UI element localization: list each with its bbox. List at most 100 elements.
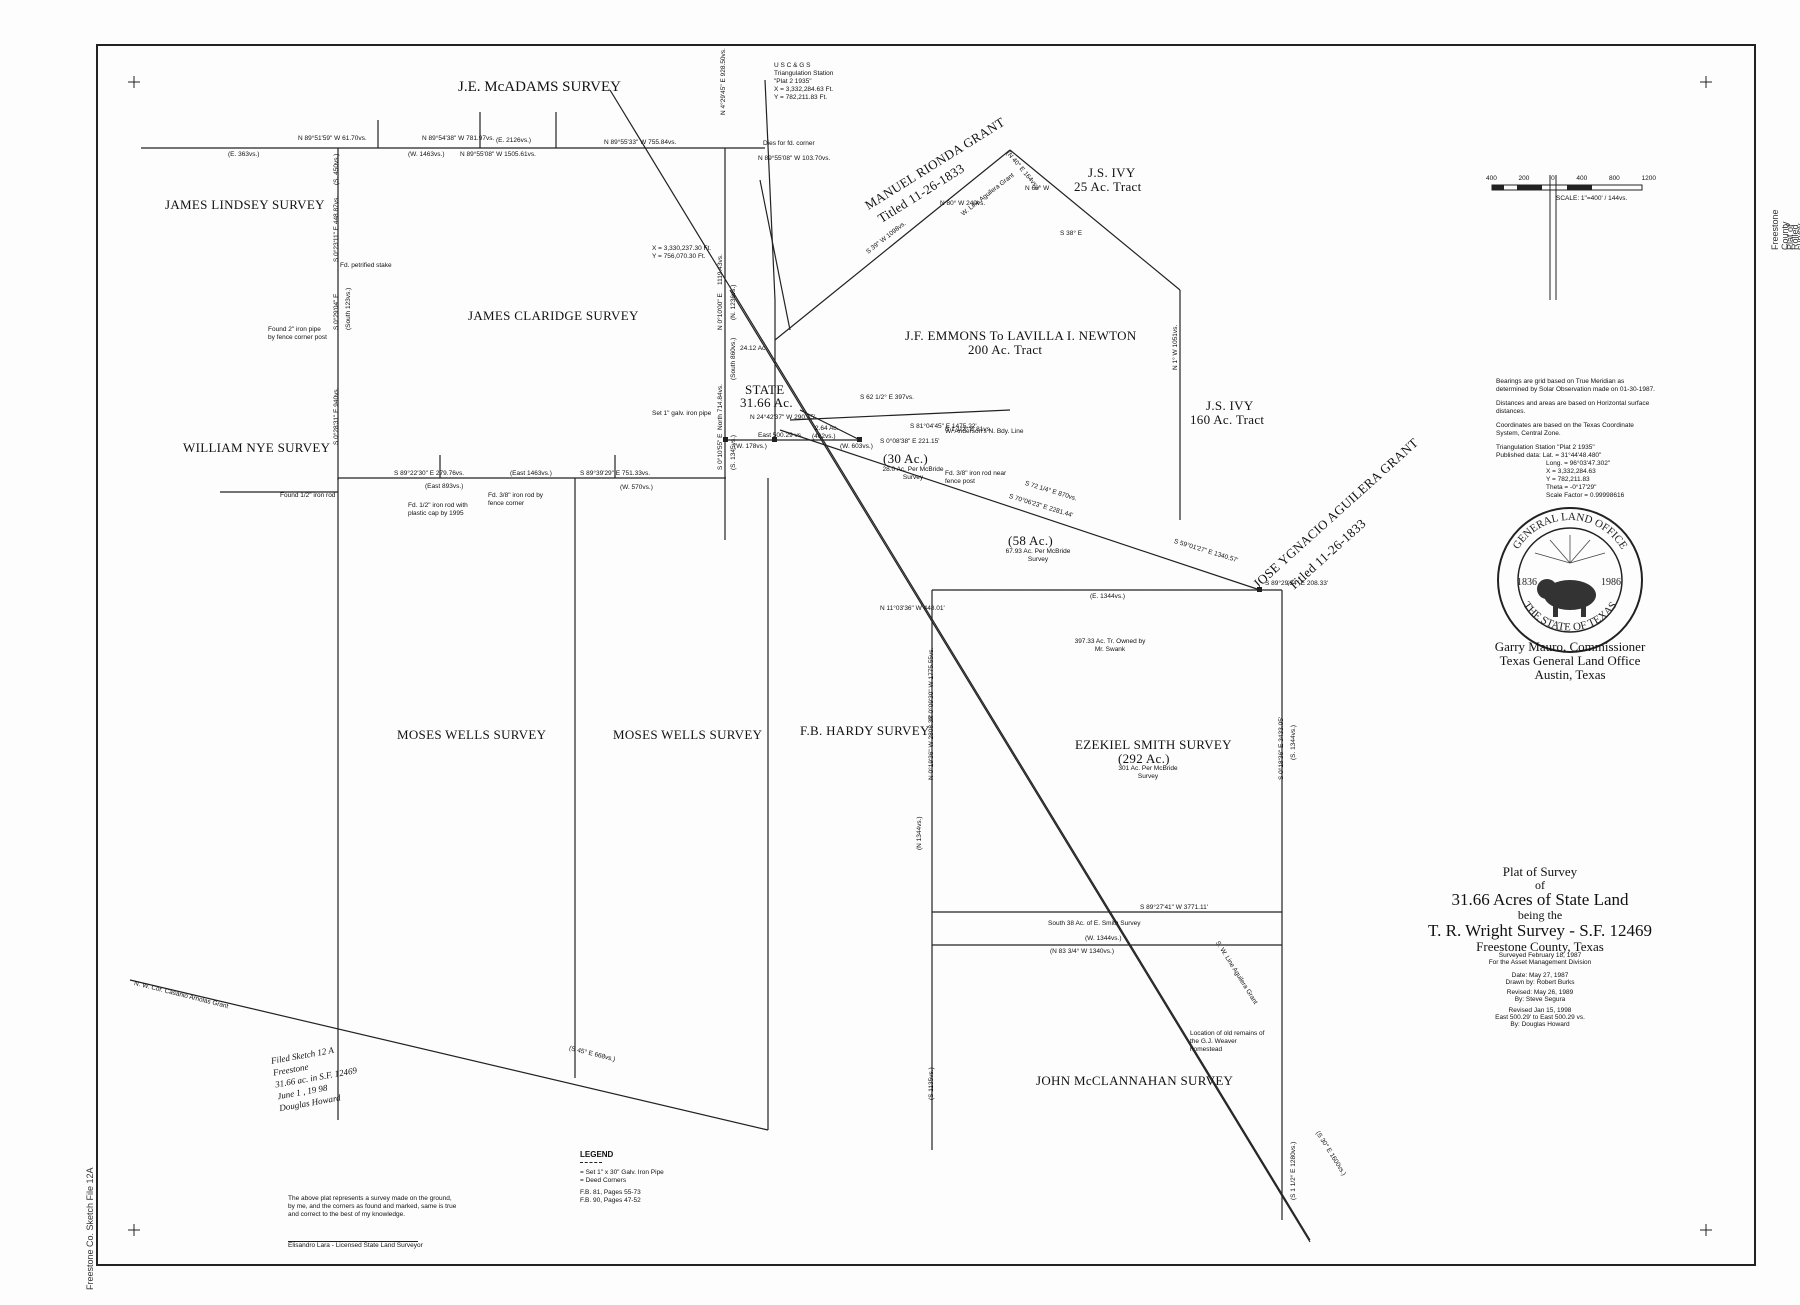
call-73: Found 2" iron pipe by fence corner post <box>268 326 327 341</box>
call-47: 1119.43vs. <box>717 254 724 285</box>
call-17: (462vs.) <box>812 433 836 440</box>
call-8: N 89°55'08" W 103.70vs. <box>758 155 831 162</box>
tract-30ac-label: (30 Ac.) <box>883 451 928 466</box>
smith-survey-label: EZEKIEL SMITH SURVEY <box>1075 737 1232 752</box>
call-50: S 0°28'31" E 940vs. <box>333 387 340 445</box>
call-74: Fd. 3/8" iron rod by fence corner <box>488 492 544 507</box>
call-43: North 714.84vs. <box>717 384 724 430</box>
call-16: (W. 178vs.) <box>734 443 767 450</box>
call-54: (S. 450vs.) <box>333 153 340 185</box>
call-29: S 0°18'36" E 3433.05' <box>1278 716 1285 780</box>
seal-left-year: 1836 <box>1517 577 1537 588</box>
call-42: (N 1344vs.) <box>916 816 923 850</box>
call-34: (N 83 3/4° W 1340vs.) <box>1050 948 1115 955</box>
tract-30ac-note: 28.0 Ac. Per McBride Survey <box>882 466 944 481</box>
call-20: S 81°04'45" E 1475.22' <box>910 423 977 430</box>
call-1: N 89°51'59" W 61.70vs. <box>298 135 367 142</box>
call-11: (East 1463vs.) <box>510 470 552 477</box>
state-tract-label: STATE <box>745 382 785 397</box>
corner-coordinates: X = 3,330,237.30 Ft.Y = 756,070.30 Ft. <box>652 245 712 260</box>
nye-survey-label: WILLIAM NYE SURVEY <box>183 440 331 455</box>
scale-bar-graphic <box>1491 184 1643 191</box>
hardy-survey-label: F.B. HARDY SURVEY <box>800 723 930 738</box>
call-57: S 38° E <box>1060 230 1083 237</box>
call-80: Dies for fd. corner <box>763 140 815 147</box>
call-75: Fd. 1/2" iron rod with plastic cap by 19… <box>408 502 468 517</box>
emmons-acres-label: 200 Ac. Tract <box>968 342 1043 357</box>
left-margin-note: Freestone Co. Sketch File 12A <box>85 1167 95 1290</box>
agency-block: Garry Mauro, Commissioner Texas General … <box>1494 639 1646 682</box>
call-37: (S 1 1/2° E 1280vs.) <box>1290 1141 1297 1200</box>
call-33: (W. 1344vs.) <box>1085 935 1122 942</box>
call-26: S 89°29'34" E 208.33' <box>1265 580 1329 587</box>
glo-seal-graphic: GENERAL LAND OFFICE THE STATE OF TEXAS 1… <box>1497 507 1643 653</box>
call-44: (South 860vs.) <box>730 337 737 380</box>
swank-tract-note: 397.33 Ac. Tr. Owned by Mr. Swank <box>1074 638 1146 653</box>
call-77: Fd. 3/8" iron rod near fence post <box>945 470 1007 485</box>
seal-right-year: 1986 <box>1601 577 1621 588</box>
ivy-large-label: J.S. IVY <box>1206 398 1254 413</box>
call-46: (N. 1236vs.) <box>730 284 737 320</box>
call-4: (E. 2126vs.) <box>496 137 532 144</box>
ivy-small-label: J.S. IVY <box>1088 165 1136 180</box>
call-56: N 66° W <box>1025 185 1050 192</box>
emmons-tract-label: J.F. EMMONS To LAVILLA I. NEWTON <box>905 328 1137 343</box>
right-margin-note-2: Plat of survey of 31.66 acres of state l… <box>1785 223 1800 250</box>
call-15: East 500.29 vs. <box>758 432 803 439</box>
call-76: Set 1" galv. iron pipe <box>652 410 712 417</box>
legend: LEGEND = Set 1" x 30" Galv. Iron Pipe = … <box>580 1150 664 1204</box>
call-10: (East 893vs.) <box>425 483 464 490</box>
call-72: Found 1/2" iron rod <box>280 492 336 499</box>
call-13: (W. 570vs.) <box>620 484 653 491</box>
call-19: S 0°08'38" E 221.15' <box>880 438 940 445</box>
call-53: S 0°23'11" E 448.87vs. <box>333 195 340 262</box>
moses-wells-survey-label-1: MOSES WELLS SURVEY <box>397 727 547 742</box>
ivy-large-acres: 160 Ac. Tract <box>1190 412 1265 427</box>
call-60: N 4°29'45" E 928.50vs. <box>720 48 727 115</box>
call-30: (S. 1344vs.) <box>1290 724 1297 760</box>
glo-seal: GENERAL LAND OFFICE THE STATE OF TEXAS 1… <box>1495 505 1645 655</box>
call-49: (S. 1345vs.) <box>730 434 737 470</box>
call-81: Location of old remains of the G.J. Weav… <box>1190 1030 1265 1053</box>
title-block: Plat of Survey of 31.66 Acres of State L… <box>1428 864 1652 1028</box>
call-78: W/ Anderson's N. Bdy. Line <box>945 428 1024 435</box>
scale-caption: SCALE: 1"=400' / 144vs. <box>1556 195 1628 202</box>
claridge-survey-label: JAMES CLARIDGE SURVEY <box>468 308 639 323</box>
tract-24ac-label: 24.12 Ac. <box>740 345 768 352</box>
call-14: N 24°42'37" W 290.75' <box>750 414 816 421</box>
call-9: S 89°22'30" E 279.76vs. <box>394 470 465 477</box>
call-3: N 89°54'38" W 781.97vs. <box>422 135 495 142</box>
moses-wells-survey-label-2: MOSES WELLS SURVEY <box>613 727 763 742</box>
call-2: (E. 363vs.) <box>228 151 260 158</box>
call-40: N 0°09'30" W 1775.55vs. <box>928 647 935 720</box>
tract-2ac-label: 2.64 Ac. <box>815 425 839 432</box>
call-7: N 89°55'33" W 755.84vs. <box>604 139 677 146</box>
call-22: S 1 1/2° E 81vs. <box>945 426 992 433</box>
call-18: (W. 603vs.) <box>840 443 873 450</box>
call-52: (South 123vs.) <box>345 287 352 330</box>
call-12: S 89°39'29" E 751.33vs. <box>580 470 651 477</box>
call-6: N 89°55'08" W 1505.61vs. <box>460 151 536 158</box>
call-21: S 62 1/2° E 397vs. <box>860 394 914 401</box>
lindsey-survey-label: JAMES LINDSEY SURVEY <box>165 197 325 212</box>
call-28: N 11°03'36" W 448.01' <box>880 605 945 612</box>
surveyor-certificate: The above plat represents a survey made … <box>288 1195 457 1249</box>
call-36: (S 1135vs.) <box>928 1067 935 1100</box>
call-51: S 0°29'04" E <box>333 293 340 330</box>
mcadams-survey-label: J.E. McADAMS SURVEY <box>458 79 621 95</box>
call-32: South 38 Ac. of E. Smith Survey <box>1048 920 1141 927</box>
call-45: N 0°10'00" E <box>717 293 724 330</box>
mcclannahan-survey-label: JOHN McCLANNAHAN SURVEY <box>1036 1073 1234 1088</box>
tract-58ac-label: (58 Ac.) <box>1008 533 1053 548</box>
smith-note: 301 Ac. Per McBride Survey <box>1118 765 1178 780</box>
call-71: Fd. petrified stake <box>340 262 392 269</box>
call-31: S 89°27'41" W 3771.11' <box>1140 904 1208 911</box>
smith-acres-label: (292 Ac.) <box>1118 751 1170 766</box>
ivy-small-acres: 25 Ac. Tract <box>1074 179 1142 194</box>
call-27: (E. 1344vs.) <box>1090 593 1126 600</box>
